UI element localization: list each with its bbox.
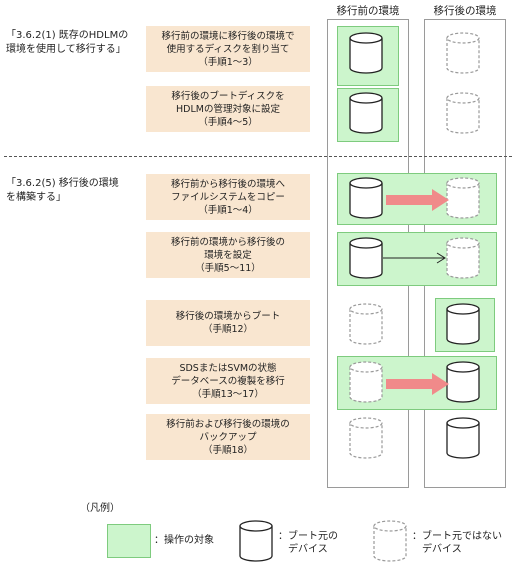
non-boot-disk-icon (349, 303, 383, 345)
section-divider (4, 156, 512, 157)
boot-disk-icon (349, 32, 383, 74)
boot-disk-icon (446, 361, 480, 403)
non-boot-disk-icon (349, 361, 383, 403)
non-boot-disk-icon (446, 92, 480, 134)
config-arrowhead-icon (436, 252, 446, 264)
legend-boot-disk-icon (239, 520, 273, 562)
boot-disk-icon (446, 417, 480, 459)
non-boot-disk-icon (446, 177, 480, 219)
non-boot-disk-icon (446, 237, 480, 279)
step-box-3: 移行前から移行後の環境へ ファイルシステムをコピー （手順1～4） (146, 174, 310, 220)
legend-non-boot-device-label: ：ブート元ではない デバイス (412, 531, 502, 555)
legend-title: （凡例） (80, 503, 120, 514)
step-box-7: 移行前および移行後の環境の バックアップ （手順18） (146, 414, 310, 460)
step-box-2: 移行後のブートディスクを HDLMの管理対象に設定 （手順4～5） (146, 86, 310, 132)
boot-disk-icon (349, 92, 383, 134)
column-header-before: 移行前の環境 (336, 5, 400, 17)
step-box-4: 移行前の環境から移行後の 環境を設定 （手順5～11） (146, 232, 310, 278)
section-label-build-new-env: 「3.6.2(5) 移行後の環境 を構築する」 (6, 178, 119, 203)
boot-disk-icon (446, 303, 480, 345)
legend-target-label: ：操作の対象 (154, 535, 214, 546)
section-label-existing-hdlm: 「3.6.2(1) 既存のHDLMの 環境を使用して移行する」 (6, 30, 129, 55)
non-boot-disk-icon (349, 417, 383, 459)
legend-boot-device-label: ：ブート元の デバイス (278, 531, 338, 555)
legend-target-swatch (107, 524, 151, 558)
boot-disk-icon (349, 177, 383, 219)
column-header-after: 移行後の環境 (433, 5, 497, 17)
step-box-5: 移行後の環境からブート （手順12） (146, 300, 310, 346)
legend-non-boot-disk-icon (373, 520, 407, 562)
step-box-6: SDSまたはSVMの状態 データベースの複製を移行 （手順13～17） (146, 358, 310, 404)
non-boot-disk-icon (446, 32, 480, 74)
copy-arrow-icon (386, 189, 449, 211)
migrate-arrow-icon (386, 373, 449, 395)
boot-disk-icon (349, 237, 383, 279)
step-box-1: 移行前の環境に移行後の環境で 使用するディスクを割り当て （手順1～3） (146, 26, 310, 72)
